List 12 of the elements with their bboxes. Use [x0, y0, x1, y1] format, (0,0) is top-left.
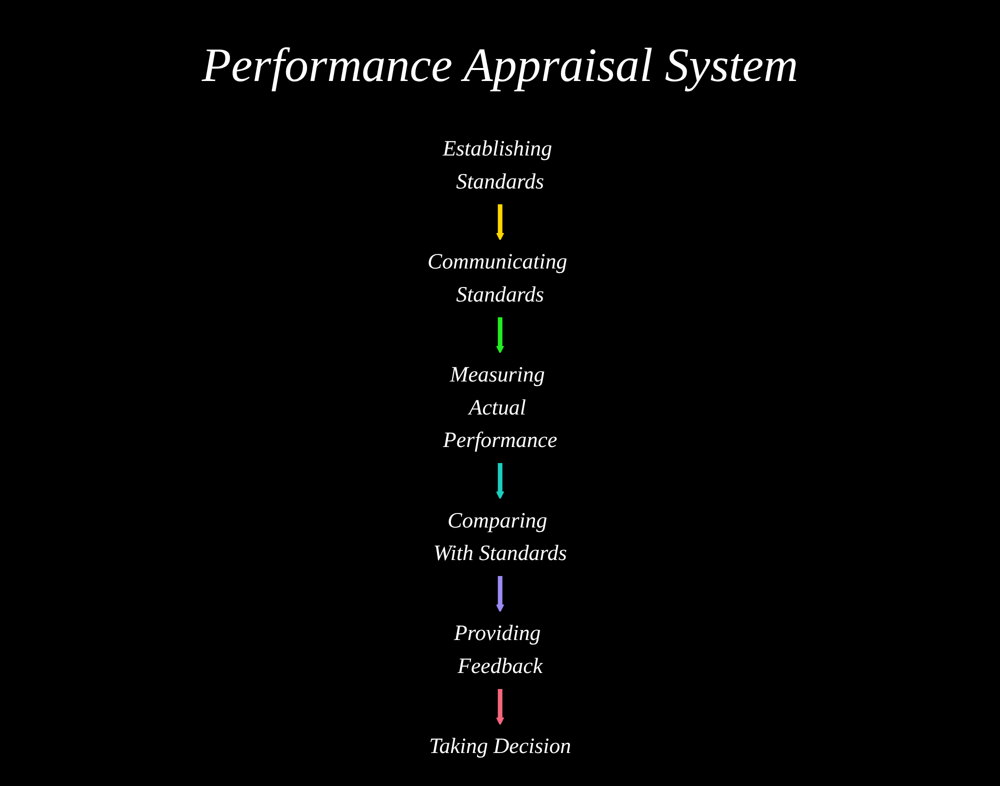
arrow — [496, 462, 504, 500]
title: Performance Appraisal System — [202, 38, 798, 92]
node-text: Establishing Standards — [442, 137, 552, 194]
node-text: Measuring Actual Performance — [442, 363, 558, 453]
node-text: Taking Decision — [429, 734, 571, 759]
arrow — [496, 688, 504, 726]
arrow — [496, 576, 504, 612]
arrow — [496, 316, 504, 354]
node-text: Communicating Standards — [427, 250, 568, 307]
arrow — [496, 204, 504, 241]
node-text: Comparing With Standards — [433, 509, 567, 566]
node-text: Providing Feedback — [454, 622, 542, 679]
